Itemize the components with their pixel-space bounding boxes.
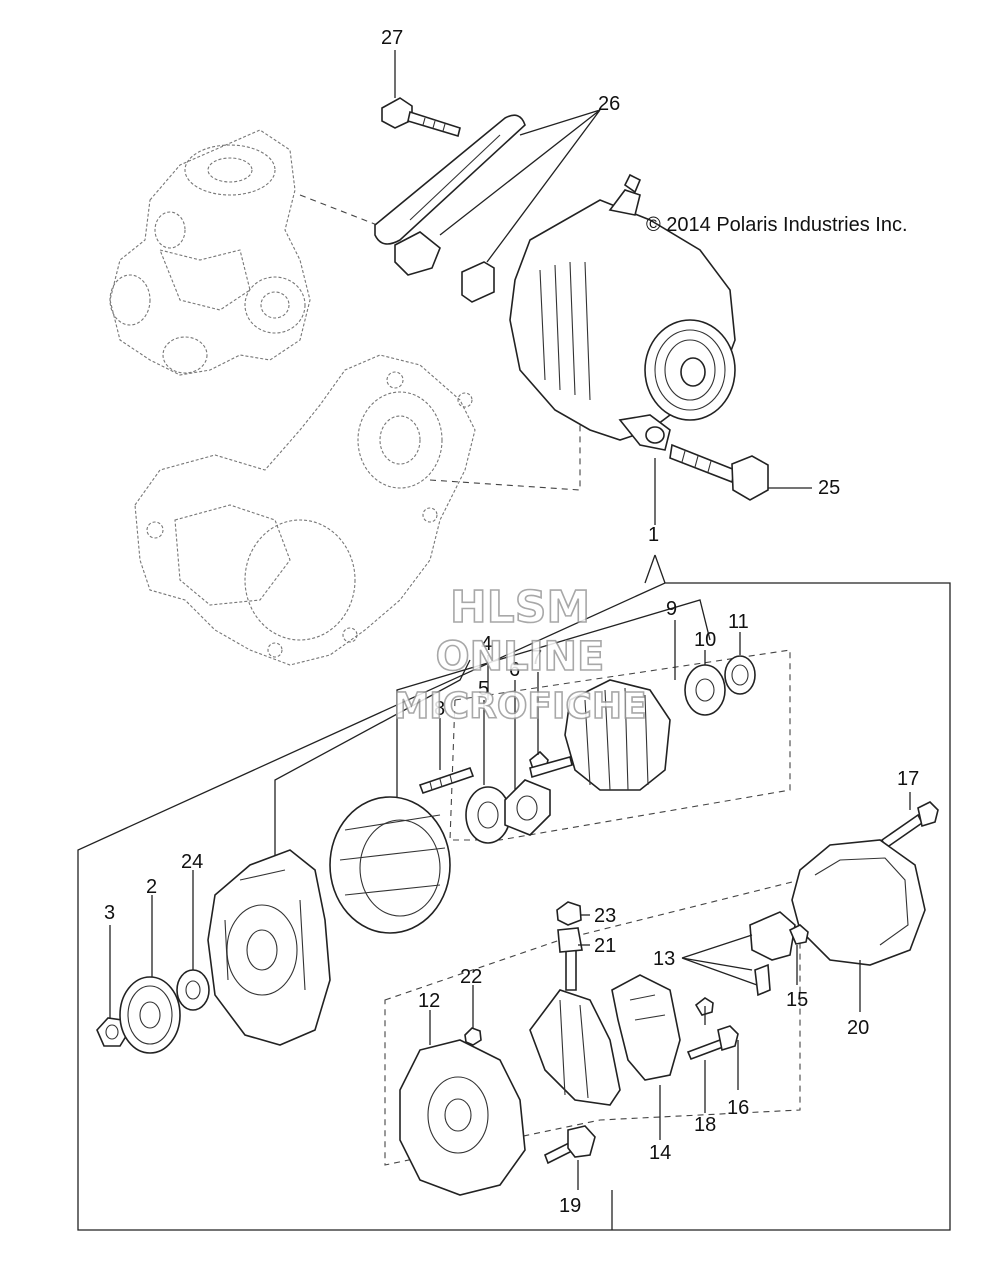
bearing-10: [684, 664, 726, 716]
nut-23: [556, 901, 582, 926]
callout-12: 12: [418, 990, 440, 1012]
pulley: [119, 976, 181, 1054]
callout-1: 1: [648, 524, 659, 546]
watermark-line-1: HLSM: [450, 582, 590, 633]
watermark-line-2: ONLINE: [436, 634, 605, 680]
rear-cover: [791, 839, 926, 966]
bolt-17: [880, 801, 939, 850]
callout-3: 3: [104, 902, 115, 924]
bolt-18: [686, 1025, 739, 1061]
callout-18: 18: [694, 1114, 716, 1136]
retainer-plate: [504, 779, 551, 836]
callout-21: 21: [594, 935, 616, 957]
callout-4: 4: [481, 633, 492, 655]
callout-25: 25: [818, 477, 840, 499]
callout-16: 16: [727, 1097, 749, 1119]
callout-11: 11: [728, 611, 749, 633]
callout-23: 23: [594, 905, 616, 927]
callout-22: 22: [460, 966, 482, 988]
drive-end-frame: [207, 849, 331, 1046]
bolt-27: [381, 97, 461, 138]
stud-8: [418, 766, 475, 795]
brush-holder: [611, 974, 681, 1081]
callout-9: 9: [666, 598, 677, 620]
callout-14: 14: [649, 1142, 671, 1164]
callout-26: 26: [598, 93, 620, 115]
exploded-view-frame: [77, 582, 951, 1231]
water-pump-ghost: [109, 129, 311, 376]
callout-15: 15: [786, 989, 808, 1011]
timing-cover-ghost: [134, 354, 476, 666]
nut-22: [464, 1027, 482, 1046]
bearing-cover: [724, 655, 756, 695]
bolt-25: [669, 443, 769, 501]
rotor: [529, 679, 671, 791]
callout-19: 19: [559, 1195, 581, 1217]
bolt-19: [543, 1125, 596, 1165]
rectifier: [529, 939, 621, 1106]
callout-2: 2: [146, 876, 157, 898]
regulator: [749, 911, 796, 997]
callout-8: 8: [434, 698, 445, 720]
callout-24: 24: [181, 851, 203, 873]
callout-20: 20: [847, 1017, 869, 1039]
alternator-assembly: [509, 173, 736, 451]
callout-labels: 27 26 25 1 4 5 6 7 8 9 10 11 17 3 2 24 2…: [104, 27, 919, 1217]
stator: [329, 796, 451, 934]
callout-13: 13: [653, 948, 675, 970]
nut-15: [788, 924, 809, 945]
watermark-line-3: MICROFICHE: [393, 686, 646, 727]
leader-lines: [109, 50, 911, 1190]
rectifier-end-frame: [399, 1039, 526, 1196]
bearing-5: [465, 786, 511, 844]
copyright-notice: © 2014 Polaris Industries Inc.: [646, 214, 908, 236]
callout-5: 5: [478, 678, 489, 700]
watermark: HLSM ONLINE MICROFICHE: [393, 581, 648, 728]
callout-7: 7: [531, 647, 542, 669]
insulator-21: [557, 927, 583, 953]
callout-6: 6: [509, 659, 520, 681]
callout-17: 17: [897, 768, 919, 790]
adjusting-bracket: [374, 114, 526, 303]
callout-10: 10: [694, 629, 716, 651]
spacer-24: [176, 969, 210, 1011]
callout-27: 27: [381, 27, 403, 49]
